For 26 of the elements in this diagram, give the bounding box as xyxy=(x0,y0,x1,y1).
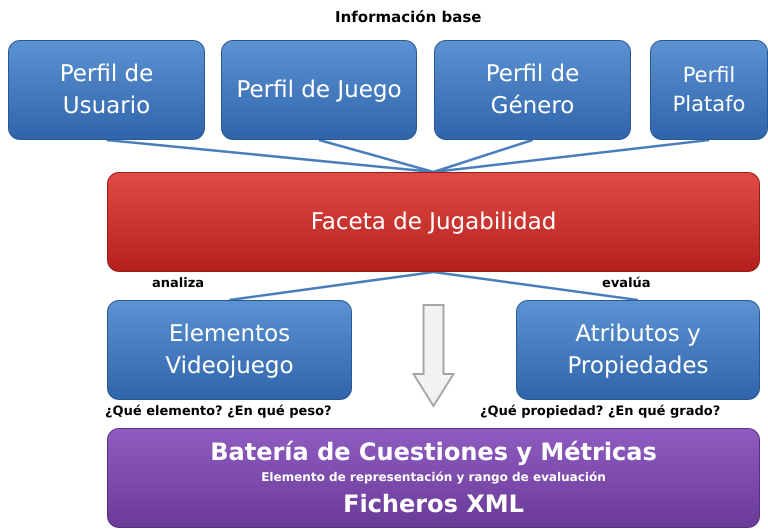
profile-box xyxy=(516,300,760,400)
connector-line xyxy=(433,138,533,174)
connector-line xyxy=(229,270,434,302)
node-label: Faceta de Jugabilidad xyxy=(310,208,558,237)
profile-box xyxy=(221,40,417,140)
node-label: Perfil de Usuario xyxy=(58,60,154,121)
node-label: Perfil de Género xyxy=(484,60,580,121)
down-arrow xyxy=(412,304,456,408)
node-label: Perfil de Juego xyxy=(235,76,403,105)
connector-line xyxy=(318,138,434,174)
profile-box xyxy=(107,300,352,400)
question-note: ¿Qué elemento? ¿En qué peso? xyxy=(105,404,332,419)
node-label: Ficheros XML xyxy=(342,488,525,520)
facet-box xyxy=(107,172,760,272)
node-label: Batería de Cuestiones y Métricas xyxy=(209,436,658,468)
profile-box xyxy=(650,40,768,140)
node-label: Elementos Videojuego xyxy=(164,320,295,381)
connector-line xyxy=(433,270,638,302)
profile-box xyxy=(434,40,631,140)
profile-box xyxy=(8,40,205,140)
node-label: Elemento de representación y rango de evaluación xyxy=(260,469,607,486)
question-note: ¿Qué propiedad? ¿En qué grado? xyxy=(480,404,720,419)
node-label: Perfil Platafo xyxy=(672,62,746,118)
output-box xyxy=(107,428,760,528)
node-label: Atributos y Propiedades xyxy=(566,320,710,381)
heading: Información base xyxy=(335,8,482,26)
